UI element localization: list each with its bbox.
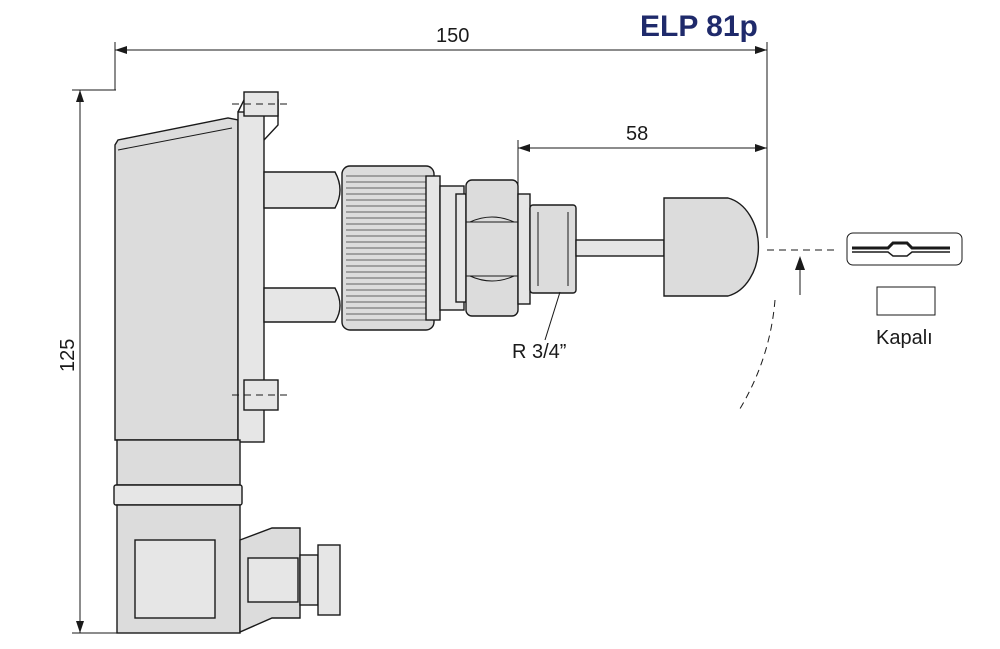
dimension-150-label: 150 [436, 25, 469, 47]
dimension-height: 125 [57, 89, 118, 634]
dimension-58-label: 58 [626, 123, 648, 145]
closed-state-label: Kapalı [876, 327, 933, 349]
dimension-overall-length: 150 [114, 25, 768, 238]
closed-state-indicator [876, 286, 936, 316]
switch-housing [113, 91, 341, 634]
thread-leader [544, 291, 561, 341]
swing-path [737, 249, 835, 413]
dimension-probe-length: 58 [517, 123, 767, 186]
switch-state-symbol [846, 232, 963, 266]
float-ball [663, 197, 760, 297]
threaded-section [517, 193, 577, 305]
knurled-nut [341, 165, 467, 331]
dimension-125-label: 125 [57, 339, 79, 372]
hex-fitting [465, 179, 519, 317]
probe-rod [575, 239, 665, 257]
thread-label: R 3/4” [512, 341, 566, 363]
standoff-pipes [263, 171, 341, 323]
model-title: ELP 81p [640, 10, 758, 43]
